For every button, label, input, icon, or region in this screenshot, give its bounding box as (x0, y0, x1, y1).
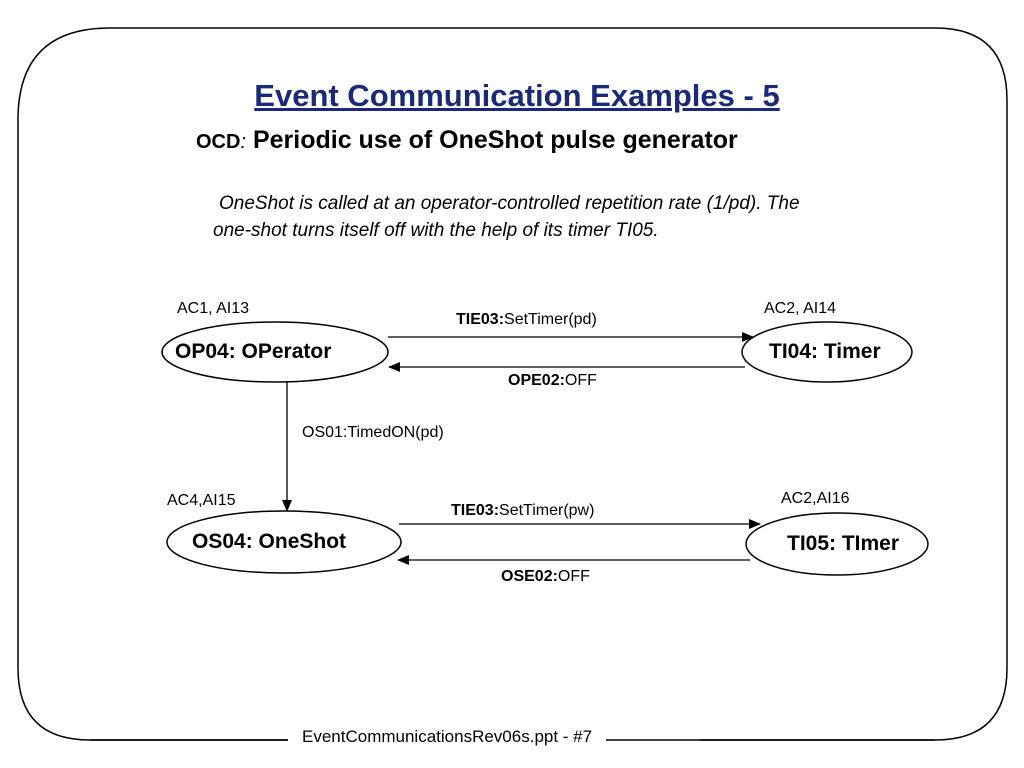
subtitle: OCD: Periodic use of OneShot pulse gener… (196, 126, 738, 155)
description-line-2: one-shot turns itself off with the help … (213, 220, 659, 241)
operator-tag: AC1, AI13 (177, 300, 250, 317)
message-id: OSE02: (501, 568, 558, 585)
message-text: OS01:TimedON(pd) (302, 424, 444, 441)
oneshot-label: OS04: OneShot (192, 530, 347, 553)
page-title: Event Communication Examples - 5 (254, 78, 780, 113)
message-op-to-ti04: TIE03:SetTimer(pd) (456, 311, 597, 329)
timer4-label: TI04: Timer (769, 340, 881, 363)
subtitle-separator: : (240, 131, 247, 153)
message-id: TIE03: (456, 311, 505, 328)
message-os-to-ti05: TIE03:SetTimer(pw) (451, 502, 594, 520)
message-text: SetTimer(pd) (504, 311, 597, 328)
message-op-to-os: OS01:TimedON(pd) (302, 424, 444, 442)
subtitle-prefix: OCD (196, 131, 241, 153)
timer5-tag: AC2,AI16 (781, 490, 850, 507)
message-text: OFF (564, 372, 597, 389)
description-line-1: OneShot is called at an operator-control… (219, 193, 800, 214)
operator-node (161, 321, 389, 383)
message-ti05-to-os: OSE02:OFF (501, 568, 590, 586)
message-text: OFF (557, 568, 590, 585)
footer-text: EventCommunicationsRev06s.ppt - #7 (288, 727, 607, 747)
timer5-label: TI05: TImer (787, 532, 900, 555)
message-id: TIE03: (451, 502, 500, 519)
operator-label: OP04: OPerator (175, 340, 332, 363)
subtitle-text: Periodic use of OneShot pulse generator (252, 126, 738, 154)
message-ti04-to-op: OPE02:OFF (508, 372, 597, 390)
oneshot-tag: AC4,AI15 (167, 492, 236, 509)
message-id: OPE02: (508, 372, 565, 389)
timer4-node (741, 321, 913, 383)
message-text: SetTimer(pw) (499, 502, 595, 519)
timer5-node (745, 512, 929, 576)
timer4-tag: AC2, AI14 (764, 300, 837, 317)
